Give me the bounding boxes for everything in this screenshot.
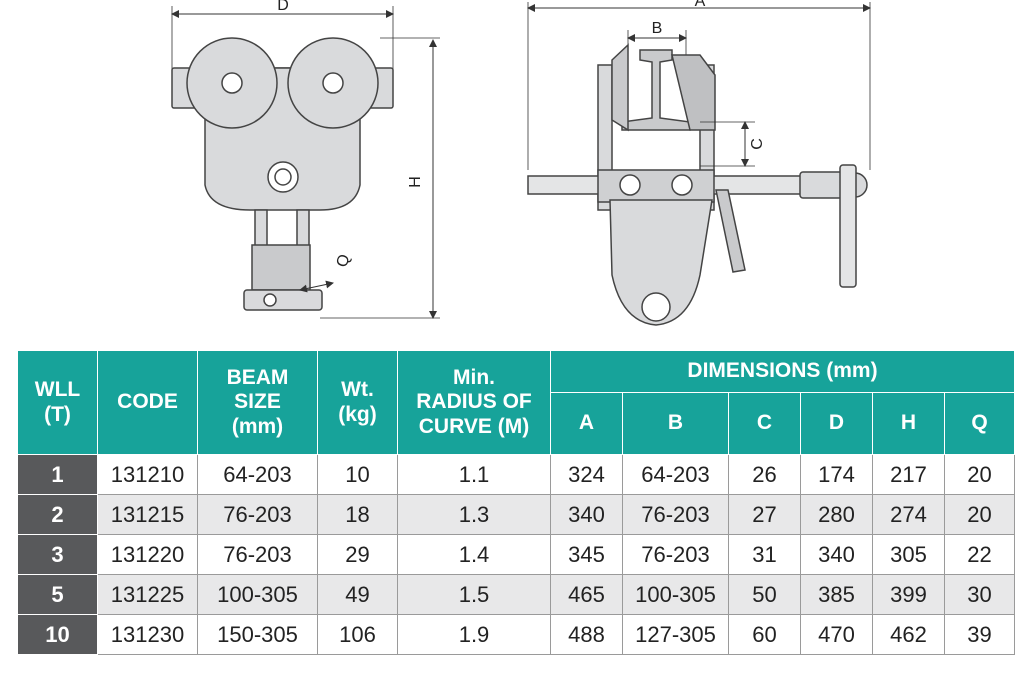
cell-q: 22 bbox=[943, 534, 1016, 575]
cell-beam: 76-203 bbox=[197, 534, 318, 575]
cell-beam: 150-305 bbox=[197, 614, 318, 655]
cell-c: 31 bbox=[728, 534, 801, 575]
cell-c: 60 bbox=[728, 614, 801, 655]
table-row: 2 131215 76-203 18 1.3 340 76-203 27 280… bbox=[17, 494, 1016, 535]
cell-b: 76-203 bbox=[622, 534, 729, 575]
cell-wt: 10 bbox=[317, 454, 398, 495]
header-dim-b: B bbox=[622, 392, 729, 455]
cell-h: 399 bbox=[872, 574, 945, 615]
cell-wt: 106 bbox=[317, 614, 398, 655]
table-row: 10 131230 150-305 106 1.9 488 127-305 60… bbox=[17, 614, 1016, 655]
header-dim-c: C bbox=[728, 392, 801, 455]
cell-code: 131230 bbox=[97, 614, 198, 655]
cell-a: 324 bbox=[550, 454, 623, 495]
cell-d: 340 bbox=[800, 534, 873, 575]
label-c: C bbox=[749, 138, 766, 150]
cell-radius: 1.5 bbox=[397, 574, 551, 615]
cell-b: 76-203 bbox=[622, 494, 729, 535]
header-weight: Wt.(kg) bbox=[317, 350, 398, 455]
cell-radius: 1.3 bbox=[397, 494, 551, 535]
cell-h: 274 bbox=[872, 494, 945, 535]
header-dim-q: Q bbox=[943, 392, 1016, 455]
cell-code: 131210 bbox=[97, 454, 198, 495]
header-dimensions: DIMENSIONS (mm) bbox=[549, 350, 1016, 393]
header-dim-d: D bbox=[800, 392, 873, 455]
cell-b: 64-203 bbox=[622, 454, 729, 495]
cell-q: 20 bbox=[943, 494, 1016, 535]
cell-h: 462 bbox=[872, 614, 945, 655]
table-row: 1 131210 64-203 10 1.1 324 64-203 26 174… bbox=[17, 454, 1016, 495]
cell-h: 217 bbox=[872, 454, 945, 495]
cell-q: 20 bbox=[943, 454, 1016, 495]
label-a: A bbox=[695, 0, 706, 10]
table-row: 5 131225 100-305 49 1.5 465 100-305 50 3… bbox=[17, 574, 1016, 615]
cell-h: 305 bbox=[872, 534, 945, 575]
cell-code: 131225 bbox=[97, 574, 198, 615]
cell-a: 465 bbox=[550, 574, 623, 615]
cell-wll: 1 bbox=[17, 454, 98, 495]
cell-d: 174 bbox=[800, 454, 873, 495]
cell-wt: 29 bbox=[317, 534, 398, 575]
cell-code: 131220 bbox=[97, 534, 198, 575]
cell-radius: 1.4 bbox=[397, 534, 551, 575]
cell-wt: 18 bbox=[317, 494, 398, 535]
cell-a: 340 bbox=[550, 494, 623, 535]
cell-beam: 100-305 bbox=[197, 574, 318, 615]
header-wll: WLL(T) bbox=[17, 350, 98, 455]
cell-wll: 10 bbox=[17, 614, 98, 655]
header-dim-a: A bbox=[550, 392, 623, 455]
cell-wt: 49 bbox=[317, 574, 398, 615]
front-view-drawing bbox=[171, 6, 440, 319]
cell-code: 131215 bbox=[97, 494, 198, 535]
side-view-drawing bbox=[527, 2, 871, 326]
cell-a: 345 bbox=[550, 534, 623, 575]
cell-b: 100-305 bbox=[622, 574, 729, 615]
label-b: B bbox=[652, 20, 663, 37]
technical-drawings: D H Q A bbox=[171, 0, 871, 326]
cell-d: 385 bbox=[800, 574, 873, 615]
cell-a: 488 bbox=[550, 614, 623, 655]
cell-q: 39 bbox=[943, 614, 1016, 655]
header-dim-h: H bbox=[872, 392, 945, 455]
cell-radius: 1.1 bbox=[397, 454, 551, 495]
cell-d: 470 bbox=[800, 614, 873, 655]
cell-beam: 64-203 bbox=[197, 454, 318, 495]
label-h: H bbox=[407, 176, 424, 188]
table-row: 3 131220 76-203 29 1.4 345 76-203 31 340… bbox=[17, 534, 1016, 575]
cell-wll: 2 bbox=[17, 494, 98, 535]
header-code: CODE bbox=[97, 350, 198, 455]
label-q: Q bbox=[334, 253, 354, 269]
cell-q: 30 bbox=[943, 574, 1016, 615]
cell-d: 280 bbox=[800, 494, 873, 535]
label-d: D bbox=[277, 0, 289, 14]
cell-c: 26 bbox=[728, 454, 801, 495]
cell-wll: 3 bbox=[17, 534, 98, 575]
cell-wll: 5 bbox=[17, 574, 98, 615]
cell-radius: 1.9 bbox=[397, 614, 551, 655]
cell-b: 127-305 bbox=[622, 614, 729, 655]
cell-c: 27 bbox=[728, 494, 801, 535]
cell-beam: 76-203 bbox=[197, 494, 318, 535]
cell-c: 50 bbox=[728, 574, 801, 615]
